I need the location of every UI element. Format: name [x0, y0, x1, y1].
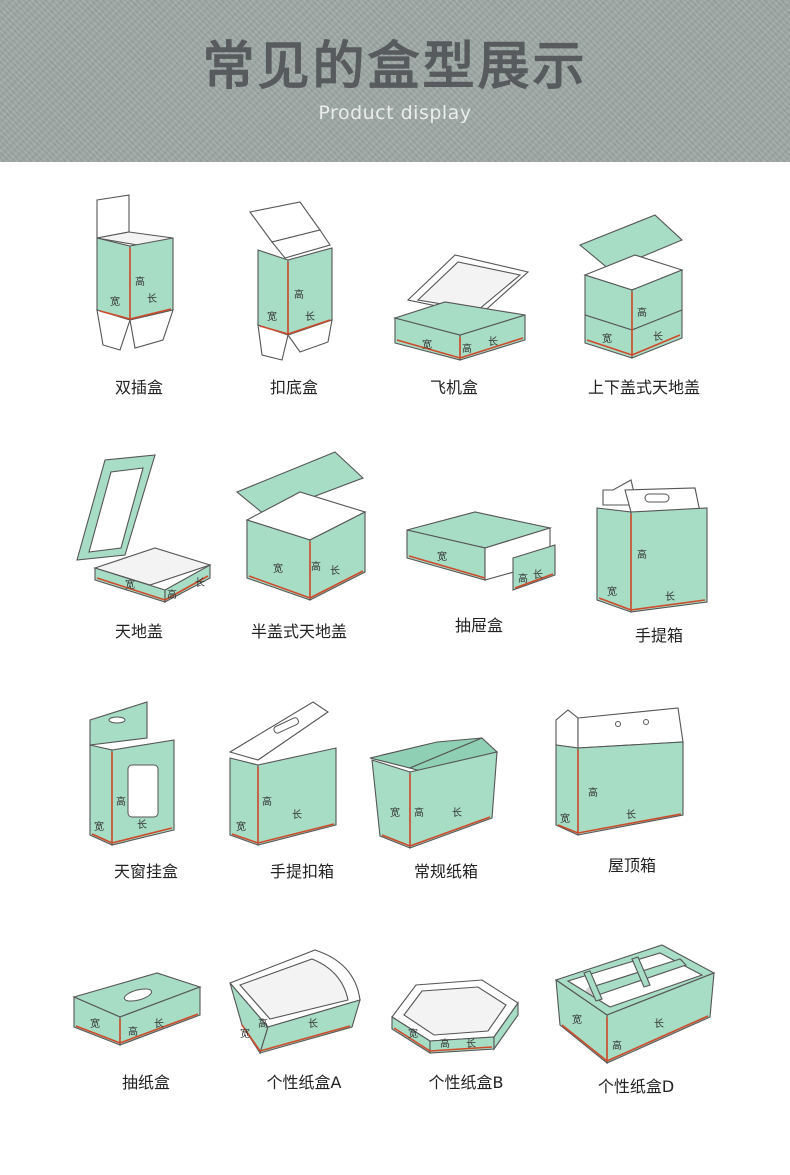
height-label: 高 [462, 342, 472, 355]
page-title: 常见的盒型展示 [202, 37, 588, 97]
width-label: 宽 [267, 310, 277, 323]
length-label: 长 [305, 311, 315, 323]
height-label: 高 [311, 560, 321, 573]
height-label: 高 [588, 786, 598, 799]
lid-base-box-icon: 高 宽 长 [578, 214, 684, 359]
length-label: 长 [626, 809, 636, 821]
length-label: 长 [653, 331, 663, 343]
box-label: 天窗挂盒 [113, 862, 178, 881]
height-label: 高 [262, 795, 272, 808]
box-label: 扣底盒 [269, 378, 318, 397]
length-label: 长 [330, 565, 340, 577]
width-label: 宽 [273, 562, 283, 575]
width-label: 宽 [422, 338, 432, 351]
width-label: 宽 [110, 295, 120, 308]
snap-lock-bottom-box-icon: 高 宽 长 [249, 201, 333, 361]
drawer-box-icon: 宽 高 长 [406, 511, 556, 591]
box-label: 上下盖式天地盖 [587, 378, 700, 397]
height-label: 高 [167, 588, 177, 601]
width-label: 宽 [408, 1027, 418, 1040]
width-label: 宽 [125, 578, 135, 591]
box-card-handle: 高 宽 长 手提箱 [575, 450, 743, 680]
box-card-half-lid: 宽 高 长 半盖式天地盖 [215, 450, 383, 680]
length-label: 长 [466, 1038, 476, 1050]
width-label: 宽 [560, 812, 570, 825]
box-card-custom-a: 宽 高 长 个性纸盒A [220, 945, 388, 1175]
box-card-window-hanging: 高 宽 长 天窗挂盒 [62, 700, 230, 930]
height-label: 高 [414, 806, 424, 819]
height-label: 高 [637, 306, 647, 319]
height-label: 高 [128, 1025, 138, 1038]
height-label: 高 [294, 288, 304, 301]
length-label: 长 [654, 1018, 664, 1030]
width-label: 宽 [602, 332, 612, 345]
height-label: 高 [258, 1017, 268, 1030]
flat-lid-box-icon: 宽 高 长 [76, 454, 212, 603]
box-card-custom-b: 宽 高 长 个性纸盒B [382, 945, 550, 1175]
width-label: 宽 [94, 820, 104, 833]
box-label: 天地盖 [114, 622, 163, 641]
regular-carton-icon: 宽 高 长 [369, 737, 499, 849]
height-label: 高 [135, 275, 145, 288]
box-card-snap-lock: 高 宽 长 扣底盒 [210, 190, 378, 420]
length-label: 长 [452, 807, 462, 819]
box-label: 飞机盒 [429, 378, 478, 397]
custom-box-b-icon: 宽 高 长 [391, 979, 519, 1054]
box-card-handle-lock: 高 宽 长 手提扣箱 [218, 700, 386, 930]
box-label: 双插盒 [114, 378, 163, 397]
width-label: 宽 [607, 585, 617, 598]
handle-box-icon: 高 宽 长 [596, 479, 708, 613]
roof-box-icon: 高 宽 长 [555, 707, 684, 836]
box-label: 半盖式天地盖 [250, 622, 347, 641]
length-label: 长 [292, 809, 302, 821]
length-label: 长 [533, 569, 543, 581]
height-label: 高 [612, 1039, 622, 1052]
width-label: 宽 [572, 1013, 582, 1026]
box-label: 常规纸箱 [413, 862, 478, 881]
box-card-flat-lid: 宽 高 长 天地盖 [55, 450, 223, 680]
box-card-custom-d: 宽 高 长 个性纸盒D [552, 944, 720, 1175]
box-card-roof: 高 宽 长 屋顶箱 [548, 700, 716, 930]
height-label: 高 [116, 795, 126, 808]
width-label: 宽 [240, 1027, 250, 1040]
header-banner: 常见的盒型展示 Product display [0, 0, 790, 162]
box-card-tissue: 宽 高 长 抽纸盒 [62, 945, 230, 1175]
height-label: 高 [637, 548, 647, 561]
height-label: 高 [518, 572, 528, 585]
width-label: 宽 [390, 806, 400, 819]
box-label: 个性纸盒B [428, 1073, 504, 1092]
box-label: 抽纸盒 [121, 1073, 170, 1092]
length-label: 长 [154, 1018, 164, 1030]
box-label: 个性纸盒D [597, 1077, 675, 1096]
window-hanging-box-icon: 高 宽 长 [89, 701, 175, 846]
box-label: 抽屉盒 [454, 616, 503, 635]
box-card-lid-base: 高 宽 长 上下盖式天地盖 [560, 190, 728, 420]
length-label: 长 [195, 577, 205, 589]
page-subtitle: Product display [318, 102, 472, 124]
box-card-regular-carton: 宽 高 长 常规纸箱 [362, 700, 530, 930]
custom-box-a-icon: 宽 高 长 [229, 949, 361, 1055]
height-label: 高 [440, 1037, 450, 1050]
box-label: 手提扣箱 [269, 862, 334, 881]
box-card-drawer: 宽 高 长 抽屉盒 [395, 450, 563, 680]
length-label: 长 [665, 591, 675, 603]
length-label: 长 [137, 819, 147, 831]
tissue-box-icon: 宽 高 长 [72, 972, 202, 1046]
double-tuck-box-icon: 高 宽 长 [96, 194, 174, 351]
width-label: 宽 [437, 550, 447, 563]
box-label: 手提箱 [634, 626, 683, 645]
custom-box-d-icon: 宽 高 长 [554, 944, 716, 1065]
length-label: 长 [147, 293, 157, 305]
width-label: 宽 [90, 1017, 100, 1030]
handle-lock-box-icon: 高 宽 长 [228, 701, 337, 846]
length-label: 长 [308, 1018, 318, 1030]
half-lid-box-icon: 宽 高 长 [235, 451, 367, 601]
mailer-box-icon: 宽 高 长 [393, 254, 530, 361]
width-label: 宽 [236, 820, 246, 833]
box-card-mailer: 宽 高 长 飞机盒 [370, 190, 538, 420]
box-label: 屋顶箱 [607, 856, 656, 875]
box-label: 个性纸盒A [266, 1073, 342, 1092]
box-card-double-tuck: 高 宽 长 双插盒 [55, 190, 223, 420]
length-label: 长 [488, 336, 498, 348]
